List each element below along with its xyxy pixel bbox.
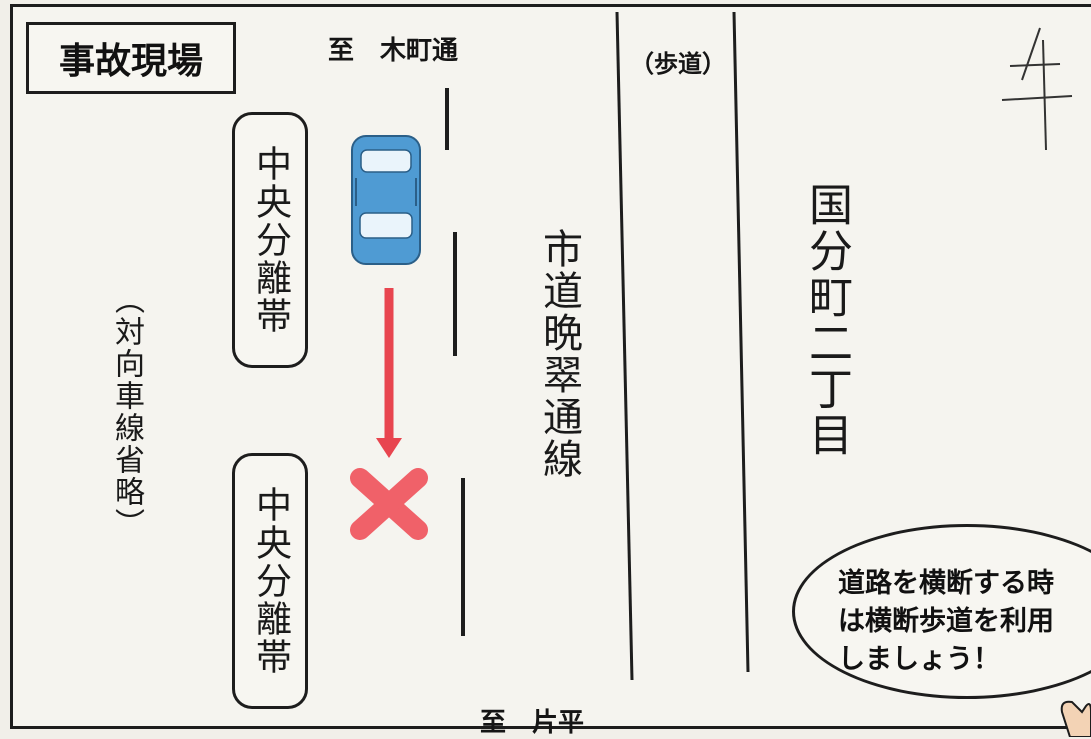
sidewalk-edge-right [732,11,750,673]
speech-line-3: しましょう！ [838,644,1000,675]
road-name: 市道晩翠通線 [536,228,582,480]
speech-text: 道路を横断する時 は横断歩道を利用 しましょう！ [838,565,1091,679]
sidewalk-edge-left [615,11,634,681]
median-lower-label: 中央分離帯 [250,486,291,676]
sidewalk-label: （歩道） [630,50,726,78]
arrow-down-icon [376,288,402,458]
median-upper-label: 中央分離帯 [250,145,291,335]
speech-line-2: は横断歩道を利用 [838,606,1054,637]
district-name: 国分町二丁目 [801,182,852,458]
direction-north: 至 木町通 [328,36,459,66]
hand-icon [1060,700,1091,737]
handwritten-mark-icon [1001,27,1073,151]
cross-mark-icon [350,468,428,540]
speech-line-1: 道路を横断する時 [838,568,1054,599]
title-box: 事故現場 [26,22,236,94]
car-icon [351,135,421,265]
median-lower: 中央分離帯 [232,453,308,709]
speech-bubble [792,524,1091,699]
opposite-lane-note: （対向車線省略） [109,284,144,540]
direction-south: 至 片平 [480,708,585,738]
median-upper: 中央分離帯 [232,112,308,368]
title: 事故現場 [58,41,203,82]
